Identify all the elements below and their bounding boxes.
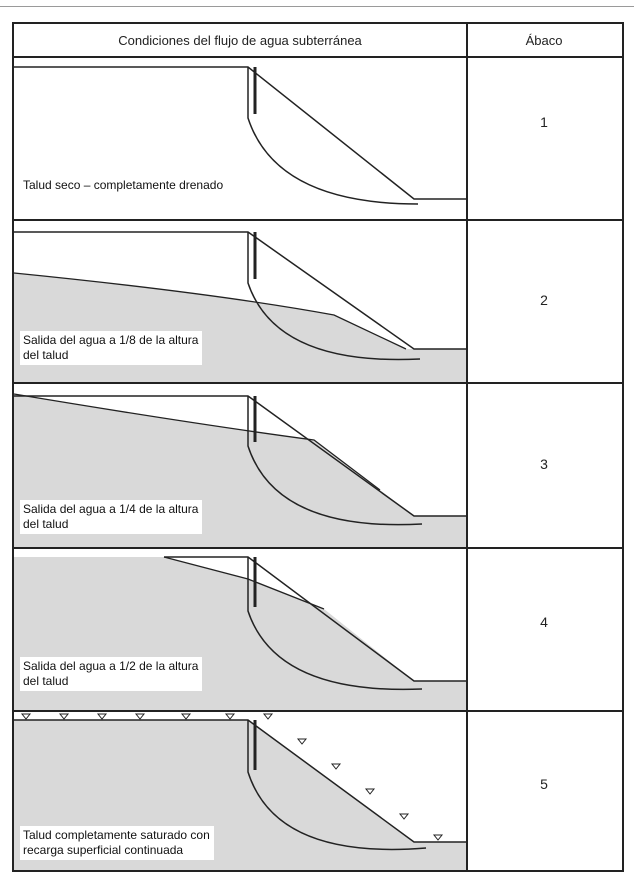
chart-number: 3 (540, 456, 548, 472)
row-caption: Salida del agua a 1/4 de la altura del t… (20, 500, 203, 534)
row-divider (14, 547, 622, 549)
top-rule (0, 6, 634, 7)
row-caption: Salida del agua a 1/2 de la altura del t… (20, 657, 203, 691)
row-fully-saturated: Talud completamente saturado con recarga… (14, 712, 466, 870)
chart-number: 4 (540, 614, 548, 630)
row-divider (14, 219, 622, 221)
row-divider (14, 710, 622, 712)
row-divider (14, 56, 622, 58)
header-conditions: Condiciones del flujo de agua subterráne… (118, 32, 362, 48)
header-chart: Ábaco (525, 32, 563, 48)
row-seepage-one-eighth: Salida del agua a 1/8 de la altura del t… (14, 221, 466, 382)
water-table-markers (20, 713, 444, 841)
column-divider (466, 24, 468, 870)
chart-number: 2 (540, 292, 548, 308)
row-divider (14, 382, 622, 384)
row-caption: Talud completamente saturado con recarga… (20, 826, 214, 860)
chart-number: 1 (540, 114, 548, 130)
row-seepage-one-half: Salida del agua a 1/2 de la altura del t… (14, 549, 466, 710)
row-seepage-one-quarter: Salida del agua a 1/4 de la altura del t… (14, 384, 466, 547)
row-caption: Talud seco – completamente drenado (20, 176, 228, 195)
row-dry-slope: Talud seco – completamente drenado (14, 58, 466, 219)
slope-diagram-dry (14, 66, 466, 205)
row-caption: Salida del agua a 1/8 de la altura del t… (20, 331, 203, 365)
chart-number: 5 (540, 776, 548, 792)
groundwater-conditions-table: Condiciones del flujo de agua subterráne… (12, 22, 624, 872)
